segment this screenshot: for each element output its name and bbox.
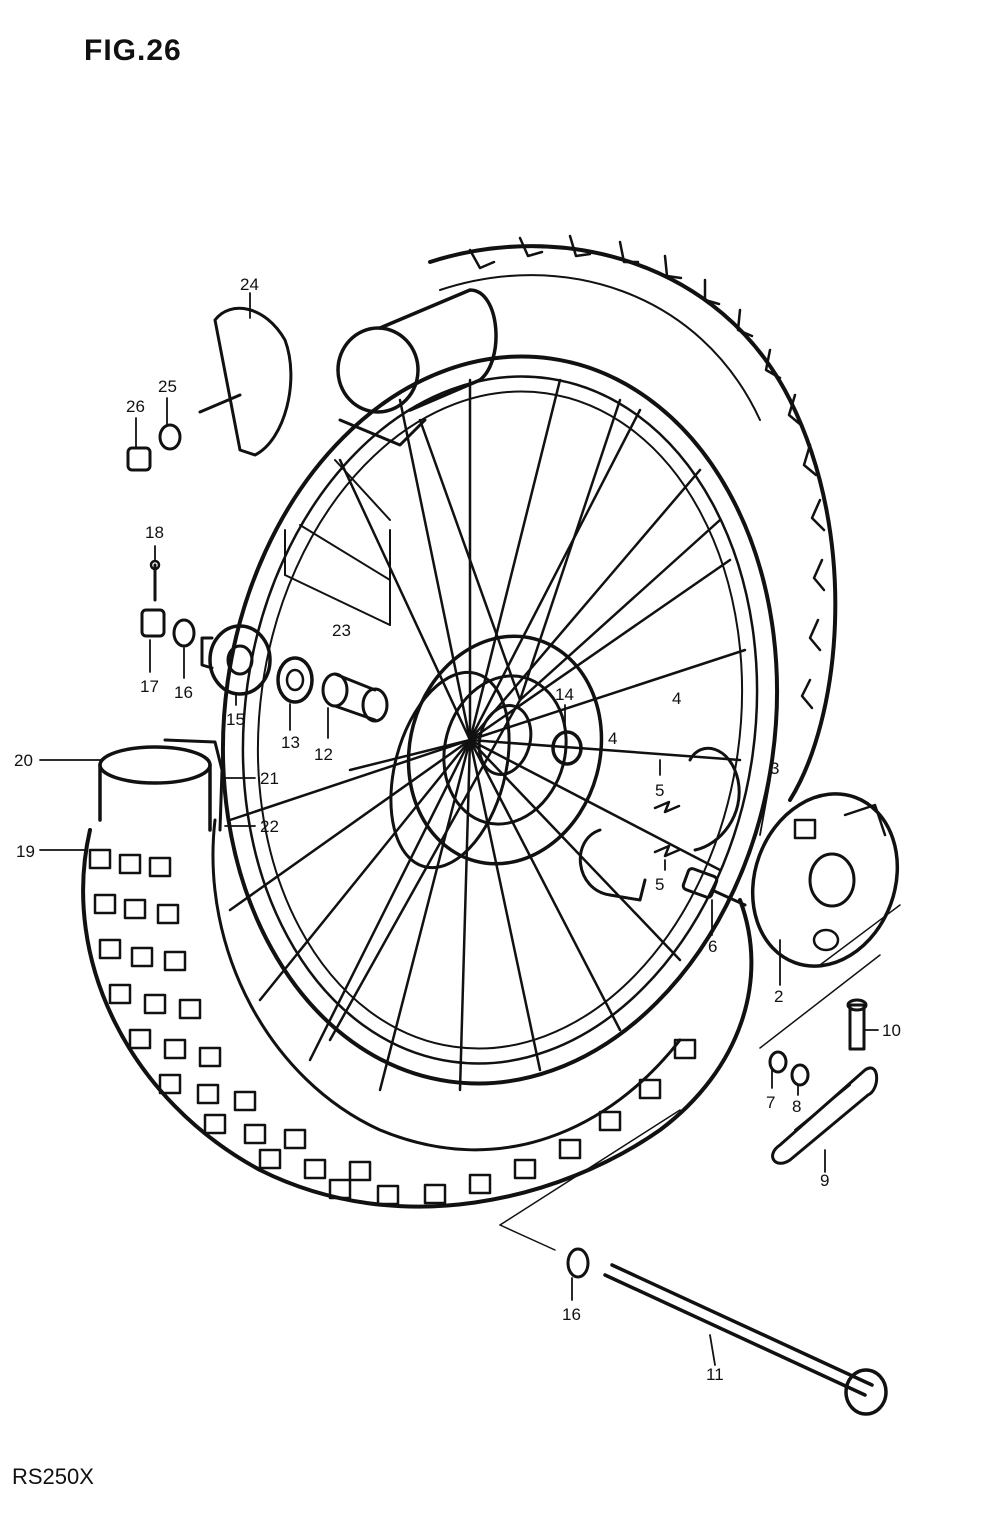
part-label-13: 13 [281, 733, 300, 752]
brake-cam-drawing [681, 867, 747, 907]
bolt-drawing [846, 998, 868, 1051]
part-label-4a: 4 [672, 689, 681, 708]
part-label-18: 18 [145, 523, 164, 542]
spacer-drawing [321, 672, 389, 723]
part-label-19: 19 [16, 842, 35, 861]
part-label-16-top: 16 [174, 683, 193, 702]
spoke-bracket-drawing [284, 459, 391, 626]
model-code: RS250X [12, 1464, 94, 1489]
grouping-lines [499, 904, 901, 1251]
part-label-12: 12 [314, 745, 333, 764]
washer-8-drawing [790, 1063, 810, 1087]
part-label-21: 21 [260, 769, 279, 788]
brake-shoes-drawing [578, 746, 741, 902]
part-label-2: 2 [774, 987, 783, 1006]
part-label-25: 25 [158, 377, 177, 396]
nut-17-drawing [140, 608, 166, 638]
bearing-drawing [276, 656, 314, 704]
part-label-16-bottom: 16 [562, 1305, 581, 1324]
part-label-11: 11 [706, 1365, 724, 1384]
springs-drawing [653, 800, 681, 858]
part-label-17: 17 [140, 677, 159, 696]
washer-16-bottom-drawing [566, 1247, 590, 1279]
part-label-5b: 5 [655, 875, 664, 894]
part-label-10: 10 [882, 1021, 901, 1040]
part-label-5a: 5 [655, 781, 664, 800]
washer-16-top-drawing [172, 618, 196, 648]
part-label-22: 22 [260, 817, 279, 836]
part-label-26: 26 [126, 397, 145, 416]
axle-drawing [603, 1263, 888, 1416]
hub-drawing [389, 634, 604, 870]
pin-18-drawing [149, 559, 161, 602]
spokes-drawing [228, 378, 747, 1092]
part-label-14: 14 [555, 685, 574, 704]
rim-band-drawing [198, 306, 293, 457]
washer-25-drawing [158, 423, 182, 451]
part-label-20: 20 [14, 751, 33, 770]
part-label-24: 24 [240, 275, 259, 294]
tire-cutaway-drawing [98, 738, 224, 832]
part-label-3: 3 [770, 759, 779, 778]
part-label-8: 8 [792, 1097, 801, 1116]
nut-26-drawing [126, 446, 152, 472]
brake-arm-drawing [771, 1066, 879, 1165]
part-label-7: 7 [766, 1093, 775, 1112]
part-label-4b: 4 [608, 729, 617, 748]
collar-14-drawing [551, 730, 583, 766]
brake-panel-drawing [750, 792, 900, 968]
tire-drawing [81, 234, 838, 1209]
part-label-23: 23 [332, 621, 351, 640]
part-labels: 24 25 26 18 17 16 15 13 12 23 14 20 21 2… [14, 275, 901, 1384]
figure-title: FIG.26 [84, 34, 182, 67]
part-label-15: 15 [226, 710, 245, 729]
rim-drawing [220, 354, 780, 1086]
leader-lines [39, 292, 879, 1366]
washer-7-drawing [768, 1050, 788, 1074]
part-label-9: 9 [820, 1171, 829, 1190]
retainer-drawing [200, 624, 272, 696]
tube-drawing [336, 288, 498, 447]
part-label-6: 6 [708, 937, 717, 956]
